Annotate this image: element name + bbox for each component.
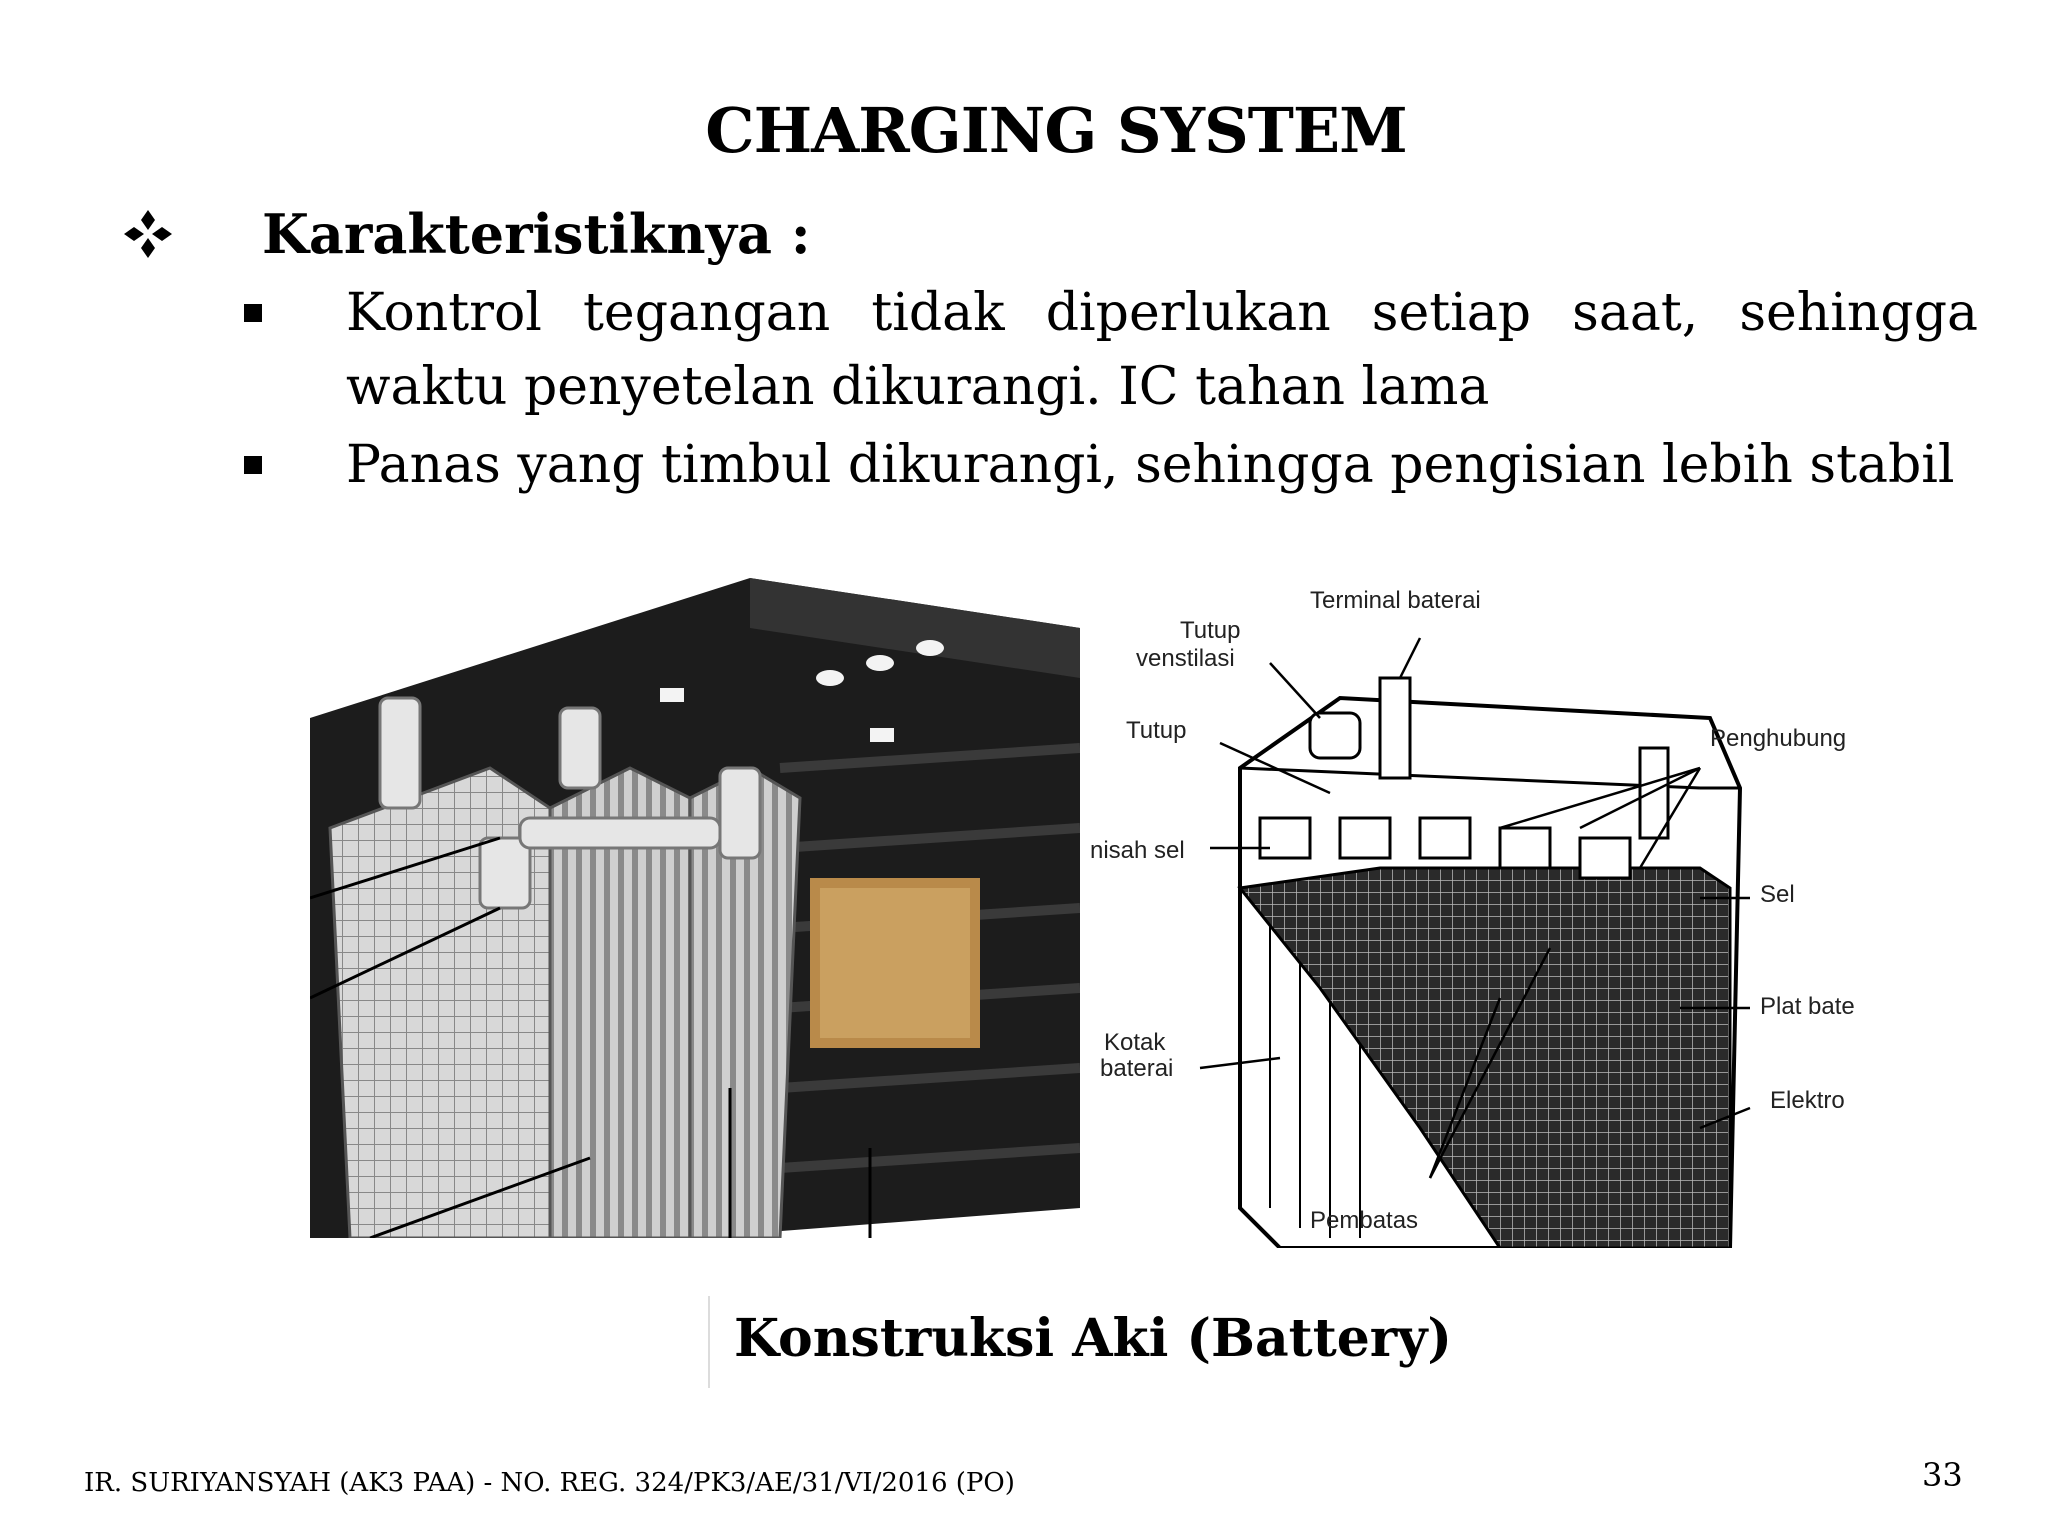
label-kotak-1: Kotak (1104, 1029, 1166, 1056)
bullet-text-2: Panas yang timbul dikurangi, sehingga pe… (346, 435, 1955, 495)
label-tutup-ventilasi-2: venstilasi (1136, 645, 1235, 672)
label-kotak-2: baterai (1100, 1055, 1173, 1082)
label-tutup-ventilasi-1: Tutup (1180, 617, 1240, 644)
footer-credit: IR. SURIYANSYAH (AK3 PAA) - NO. REG. 324… (84, 1468, 1015, 1498)
square-bullet-icon (244, 456, 262, 474)
label-pemisah-sel: nisah sel (1090, 837, 1185, 864)
label-tutup: Tutup (1126, 717, 1186, 744)
bullet-text-1: Kontrol tegangan tidak diperlukan setiap… (346, 283, 1978, 417)
bullet-item-1: Kontrol tegangan tidak diperlukan setiap… (244, 276, 1978, 424)
label-pembatas: Pembatas (1310, 1207, 1418, 1234)
diamond-cluster-icon (124, 210, 172, 258)
label-plat: Plat bate (1760, 993, 1855, 1020)
bullet-item-2: Panas yang timbul dikurangi, sehingga pe… (244, 428, 1978, 502)
slide-title: CHARGING SYSTEM (705, 94, 1408, 167)
label-sel: Sel (1760, 881, 1795, 908)
section-heading: Karakteristiknya : (122, 202, 811, 266)
label-elektro: Elektro (1770, 1087, 1845, 1114)
section-heading-text: Karakteristiknya : (262, 202, 811, 266)
figure-caption: Konstruksi Aki (Battery) (734, 1308, 1453, 1369)
battery-cutaway-illustration (310, 578, 1080, 1238)
square-bullet-icon (244, 304, 262, 322)
page-number: 33 (1922, 1456, 1963, 1494)
label-terminal: Terminal baterai (1310, 587, 1481, 614)
battery-labeled-diagram: Terminal baterai Tutup venstilasi Tutup … (1090, 587, 1855, 1248)
caption-divider (708, 1296, 710, 1388)
label-penghubung: Penghubung (1710, 725, 1846, 752)
